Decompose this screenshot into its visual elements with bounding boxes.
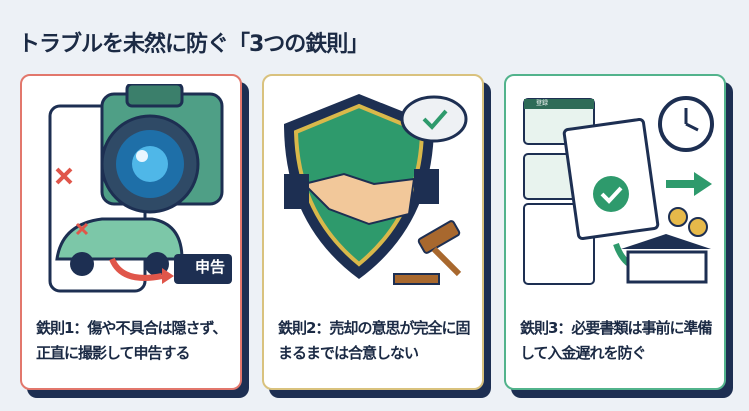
page-title: トラブルを未然に防ぐ「3つの鉄則」 bbox=[18, 32, 369, 57]
documents-clock-bank-icon bbox=[523, 96, 714, 285]
rule-card-1: 申告 鉄則1：傷や不具合は隠さず、正直に撮影して申告する bbox=[20, 74, 249, 398]
rule-card-3: 登録 鉄則3：必要書類は事前に準備して入金遅れを防ぐ bbox=[504, 74, 733, 398]
rule-text-2: 鉄則2：売却の意思が完全に固まるまでは合意しない bbox=[278, 319, 470, 362]
camera-car-icon bbox=[48, 84, 232, 293]
rule-text-3: 鉄則3：必要書類は事前に準備して入金遅れを防ぐ bbox=[520, 319, 712, 362]
rule-text-1: 鉄則1：傷や不具合は隠さず、正直に撮影して申告する bbox=[36, 319, 227, 362]
registration-tag: 登録 bbox=[536, 100, 549, 107]
rule-card-2: 鉄則2：売却の意思が完全に固まるまでは合意しない bbox=[262, 74, 491, 398]
shield-handshake-icon bbox=[284, 94, 468, 285]
report-badge: 申告 bbox=[194, 258, 225, 276]
